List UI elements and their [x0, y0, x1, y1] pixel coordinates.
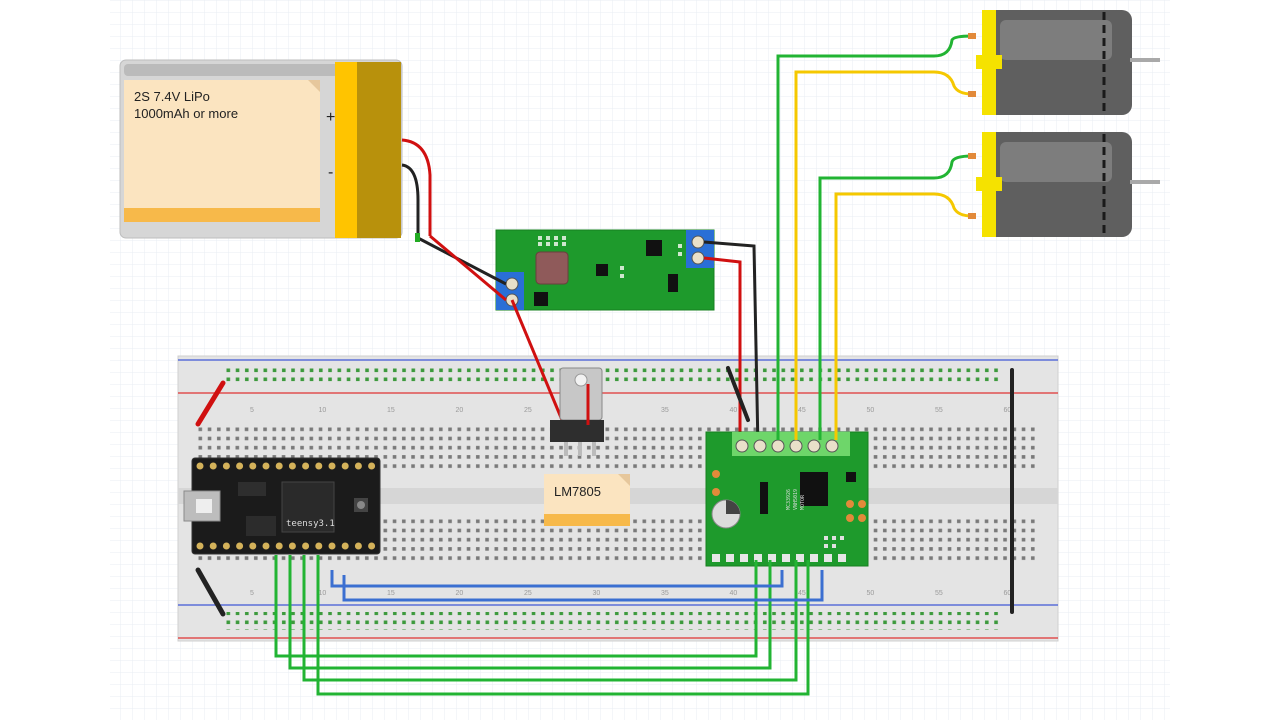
- column-number: 5: [250, 590, 254, 597]
- column-number: 15: [387, 407, 395, 414]
- teensy-pin[interactable]: [315, 462, 323, 470]
- regulator-note-label: LM7805: [554, 484, 601, 499]
- teensy-pin[interactable]: [275, 462, 283, 470]
- column-number: 50: [867, 407, 875, 414]
- teensy-pin[interactable]: [302, 542, 310, 550]
- teensy-pin[interactable]: [288, 462, 296, 470]
- column-number: 20: [456, 590, 464, 597]
- bottom-power-rail[interactable]: [224, 612, 1000, 630]
- battery-red-lead: [401, 138, 432, 236]
- driver-pin[interactable]: [726, 554, 734, 562]
- column-number: 30: [593, 590, 601, 597]
- column-number: 10: [319, 407, 327, 414]
- battery-black-lead: [401, 163, 420, 238]
- driver-pin[interactable]: [740, 554, 748, 562]
- top-power-rail[interactable]: [224, 366, 1000, 384]
- driver-gnd-jumper: [726, 366, 750, 422]
- battery-label-line2: 1000mAh or more: [134, 106, 238, 121]
- teensy-pin[interactable]: [249, 542, 257, 550]
- lipo-battery[interactable]: 2S 7.4V LiPo 1000mAh or more + -: [119, 59, 403, 239]
- battery-label-line1: 2S 7.4V LiPo: [134, 89, 210, 104]
- teensy-pin[interactable]: [262, 462, 270, 470]
- teensy-pin[interactable]: [275, 542, 283, 550]
- teensy-pin[interactable]: [236, 542, 244, 550]
- driver-pin[interactable]: [824, 554, 832, 562]
- driver-chip-text-3: MOTOR: [800, 494, 806, 510]
- column-number: 60: [1004, 590, 1012, 597]
- lm7805-note: LM7805: [544, 474, 630, 526]
- wire-battery-pos-to-buck: [429, 234, 507, 302]
- column-number: 25: [524, 407, 532, 414]
- column-number: 35: [661, 407, 669, 414]
- teensy-pin[interactable]: [315, 542, 323, 550]
- teensy-pin[interactable]: [249, 462, 257, 470]
- teensy-pin[interactable]: [368, 542, 376, 550]
- column-number: 45: [798, 590, 806, 597]
- teensy-label: teensy3.1: [286, 519, 335, 529]
- wire-buck-gnd-to-driver: [703, 240, 760, 449]
- teensy-pin[interactable]: [328, 542, 336, 550]
- teensy-pin[interactable]: [222, 462, 230, 470]
- motor-1[interactable]: [976, 10, 1160, 115]
- wire-buck-to-regulator: [510, 299, 564, 421]
- wire-motor2-a: [818, 154, 973, 440]
- column-number: 35: [661, 590, 669, 597]
- wire-motor1-b: [794, 70, 973, 440]
- driver-pin[interactable]: [782, 554, 790, 562]
- motor-2[interactable]: [976, 132, 1160, 237]
- driver-pin[interactable]: [754, 554, 762, 562]
- teensy-pin[interactable]: [209, 462, 217, 470]
- column-number: 40: [730, 590, 738, 597]
- teensy-pin[interactable]: [222, 542, 230, 550]
- column-number: 10: [319, 590, 327, 597]
- driver-chip-text-1: MC33926: [786, 489, 792, 510]
- teensy-pin[interactable]: [368, 462, 376, 470]
- teensy-pin[interactable]: [262, 542, 270, 550]
- teensy-pin[interactable]: [354, 542, 362, 550]
- inductor: [535, 251, 569, 285]
- battery-plus-sign: +: [326, 109, 335, 126]
- driver-pin[interactable]: [838, 554, 846, 562]
- wire-motor1-a: [776, 34, 973, 440]
- wire-motor2-b: [834, 192, 973, 440]
- column-number: 55: [935, 407, 943, 414]
- teensy-board[interactable]: teensy3.1: [183, 457, 381, 555]
- column-number: 15: [387, 590, 395, 597]
- wire-buck-vout-to-driver: [703, 256, 742, 448]
- column-number: 45: [798, 407, 806, 414]
- driver-chip-text-2: VNH5019: [793, 489, 799, 510]
- teensy-pin[interactable]: [196, 462, 204, 470]
- column-number: 60: [1004, 407, 1012, 414]
- teensy-pin[interactable]: [196, 542, 204, 550]
- teensy-pin[interactable]: [288, 542, 296, 550]
- buck-converter-module[interactable]: [495, 229, 715, 311]
- teensy-pin[interactable]: [341, 462, 349, 470]
- driver-pin[interactable]: [810, 554, 818, 562]
- column-number: 40: [730, 407, 738, 414]
- teensy-pin[interactable]: [209, 542, 217, 550]
- rail-jumper-black-left: [195, 567, 226, 617]
- driver-pin[interactable]: [768, 554, 776, 562]
- column-number: 25: [524, 590, 532, 597]
- battery-minus-sign: -: [328, 164, 333, 181]
- control-wires: [274, 555, 824, 696]
- motor-driver-board[interactable]: MC33926 VNH5019 MOTOR: [705, 431, 869, 567]
- column-number: 20: [456, 407, 464, 414]
- driver-pin[interactable]: [712, 554, 720, 562]
- teensy-pin[interactable]: [354, 462, 362, 470]
- rail-jumper-red: [195, 380, 226, 427]
- lm7805-regulator[interactable]: [550, 367, 604, 456]
- column-number: 5: [250, 407, 254, 414]
- battery-note: [124, 80, 320, 222]
- teensy-pin[interactable]: [236, 462, 244, 470]
- teensy-pin[interactable]: [302, 462, 310, 470]
- column-number: 55: [935, 590, 943, 597]
- teensy-pin[interactable]: [328, 462, 336, 470]
- column-numbers-bottom: 5 10 15 20 25 30 35 40 45 50 55 60: [250, 590, 1011, 597]
- driver-chip: [800, 472, 828, 506]
- column-number: 50: [867, 590, 875, 597]
- driver-pin[interactable]: [796, 554, 804, 562]
- teensy-pin[interactable]: [341, 542, 349, 550]
